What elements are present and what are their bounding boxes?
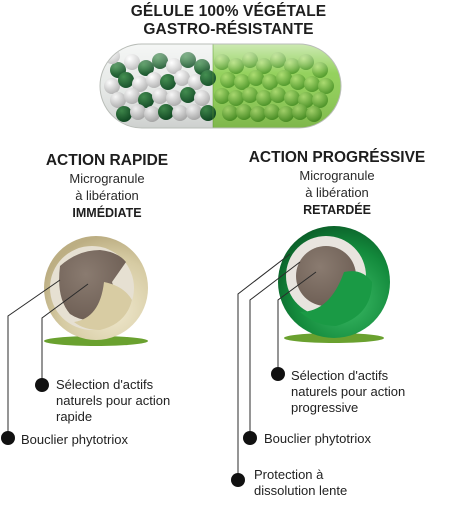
right-callout-protection: Protection à dissolution lente	[254, 467, 348, 498]
bullet-icon	[243, 431, 257, 445]
right-heading: ACTION PROGRÉSSIVE	[248, 149, 426, 166]
right-callout-selection: Sélection d'actifs naturels pour action …	[291, 368, 406, 415]
granule-progressive	[278, 226, 390, 343]
bullet-icon	[271, 367, 285, 381]
right-callout-lines	[237, 253, 317, 480]
right-line3: RETARDÉE	[303, 203, 371, 217]
left-line1: Microgranule	[69, 171, 145, 186]
right-line1: Microgranule	[299, 168, 375, 183]
left-callout-shield: Bouclier phytotriox	[21, 432, 128, 447]
bullet-icon	[1, 431, 15, 445]
bullet-icon	[35, 378, 49, 392]
capsule	[99, 43, 342, 129]
left-line3: IMMÉDIATE	[72, 206, 142, 220]
left-line2: à libération	[75, 188, 139, 203]
capsule-title-line2: GASTRO-RÉSISTANTE	[143, 21, 314, 38]
left-callout-lines	[7, 279, 89, 438]
left-callout-selection: Sélection d'actifs naturels pour action …	[56, 377, 171, 424]
capsule-title-line1: GÉLULE 100% VÉGÉTALE	[130, 3, 327, 20]
left-heading: ACTION RAPIDE	[45, 152, 169, 169]
granule-rapid	[44, 236, 148, 346]
bullet-icon	[231, 473, 245, 487]
right-line2: à libération	[305, 185, 369, 200]
right-callout-shield: Bouclier phytotriox	[264, 431, 371, 446]
